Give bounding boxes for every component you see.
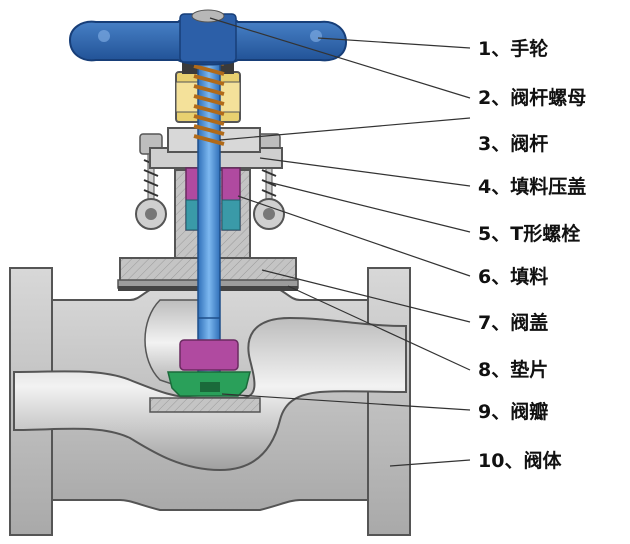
handwheel	[68, 9, 348, 66]
leader-2	[209, 17, 471, 99]
label-7: 7、阀盖	[478, 311, 548, 334]
valve-stem	[193, 29, 225, 391]
label-1: 1、手轮	[478, 37, 548, 60]
label-3: 3、阀杆	[478, 132, 548, 155]
leader-lines	[209, 17, 471, 467]
label-8: 8、垫片	[478, 358, 548, 381]
label-10: 10、阀体	[478, 449, 562, 472]
leader-6	[237, 195, 471, 277]
leader-5	[267, 181, 471, 233]
part-labels: 1、手轮 2、阀杆螺母 3、阀杆 4、填料压盖 5、T形螺栓 6、填料 7、阀盖…	[478, 37, 586, 472]
label-9: 9、阀瓣	[478, 400, 548, 423]
leader-7	[261, 269, 471, 323]
leader-9	[221, 393, 471, 411]
leader-1	[317, 37, 471, 49]
valve-disc	[167, 339, 251, 397]
label-4: 4、填料压盖	[478, 175, 586, 198]
leader-3	[219, 117, 471, 141]
valve-body	[9, 267, 411, 536]
leader-10	[389, 459, 471, 467]
label-5: 5、T形螺栓	[478, 222, 580, 245]
label-2: 2、阀杆螺母	[478, 86, 586, 109]
label-6: 6、填料	[478, 265, 548, 288]
leader-4	[259, 157, 471, 187]
leader-8	[287, 285, 471, 371]
